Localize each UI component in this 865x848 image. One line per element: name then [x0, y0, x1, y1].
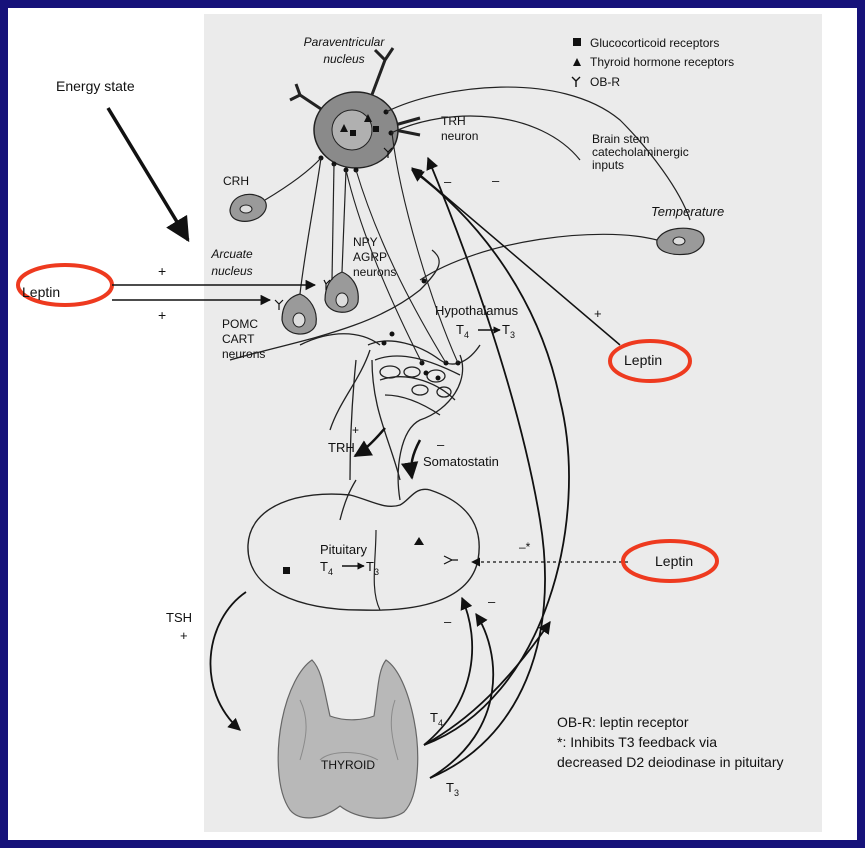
npy-label-3: neurons: [353, 265, 396, 279]
footnote-3: decreased D2 deiodinase in pituitary: [557, 754, 783, 770]
pituitary-gc-receptor: [283, 567, 290, 574]
temperature-label: Temperature: [651, 204, 724, 219]
pituitary-label: Pituitary: [320, 542, 367, 557]
trh-neuron: [290, 48, 420, 173]
legend-label-gc: Glucocorticoid receptors: [590, 36, 719, 50]
brainstem-label-1: Brain stem: [592, 132, 649, 146]
crh-label: CRH: [223, 174, 249, 188]
energy-state-label: Energy state: [56, 78, 135, 94]
pituitary-thr-receptor: [414, 537, 424, 545]
leptin-pit-sign: –*: [519, 540, 531, 554]
leptin-npy-sign: +: [158, 263, 166, 279]
tsh-label: TSH: [166, 610, 192, 625]
leptin-to-trh-arrow: [412, 168, 620, 345]
leptin-label-left: Leptin: [22, 284, 60, 300]
footnote-1: OB-R: leptin receptor: [557, 714, 689, 730]
pit-t4: T4: [320, 559, 333, 577]
legend-label-obr: OB-R: [590, 75, 620, 89]
somatostatin-label: Somatostatin: [423, 454, 499, 469]
arcuate-label-1: Arcuate: [210, 247, 253, 261]
hypo-minus-2: –: [492, 173, 500, 188]
trh-neuron-label-2: neuron: [441, 129, 478, 143]
pit-minus-2: –: [488, 594, 496, 609]
somatostatin-minus: –: [437, 437, 445, 452]
footnote-2: *: Inhibits T3 feedback via: [557, 734, 717, 750]
thyroid-label: THYROID: [321, 758, 375, 772]
leptin-pomc-sign: +: [158, 307, 166, 323]
hypo-minus-1: –: [444, 174, 452, 189]
thyroid-t3: T3: [446, 780, 459, 798]
legend-triangle-icon: [573, 58, 581, 66]
hypo-t3: T3: [502, 322, 515, 340]
npy-label-2: AGRP: [353, 250, 387, 264]
legend: Glucocorticoid receptors Thyroid hormone…: [572, 36, 734, 89]
legend-square-icon: [573, 38, 581, 46]
leptin-label-lower: Leptin: [655, 553, 693, 569]
npy-label-1: NPY: [353, 235, 378, 249]
pit-t3: T3: [366, 559, 379, 577]
pomc-label-1: POMC: [222, 317, 258, 331]
pomc-label-2: CART: [222, 332, 255, 346]
tsh-plus: +: [180, 628, 188, 643]
energy-state-arrow: [108, 108, 188, 240]
brainstem-label-2: catecholaminergic: [592, 145, 689, 159]
leptin-label-upper: Leptin: [624, 352, 662, 368]
hypo-t4: T4: [456, 322, 469, 340]
tsh-arrow: [210, 592, 246, 730]
brainstem-label-3: inputs: [592, 158, 624, 172]
legend-label-thr: Thyroid hormone receptors: [590, 55, 734, 69]
paraventricular-label-1: Paraventricular: [304, 35, 386, 49]
pituitary-obr: [444, 556, 458, 564]
trh-plus: +: [352, 423, 359, 437]
brainstem-fiber-2: [391, 116, 580, 160]
paraventricular-label-2: nucleus: [323, 52, 364, 66]
pomc-label-3: neurons: [222, 347, 265, 361]
hypothalamus-label: Hypothalamus: [435, 303, 519, 318]
thyroid-t4: T4: [430, 710, 443, 728]
legend-obr-icon: [572, 77, 580, 87]
arcuate-label-2: nucleus: [211, 264, 252, 278]
pit-minus-1: –: [444, 614, 452, 629]
trh-label: TRH: [328, 440, 355, 455]
thyroid-gland: [278, 660, 418, 818]
leptin-trh-sign: +: [594, 306, 602, 321]
